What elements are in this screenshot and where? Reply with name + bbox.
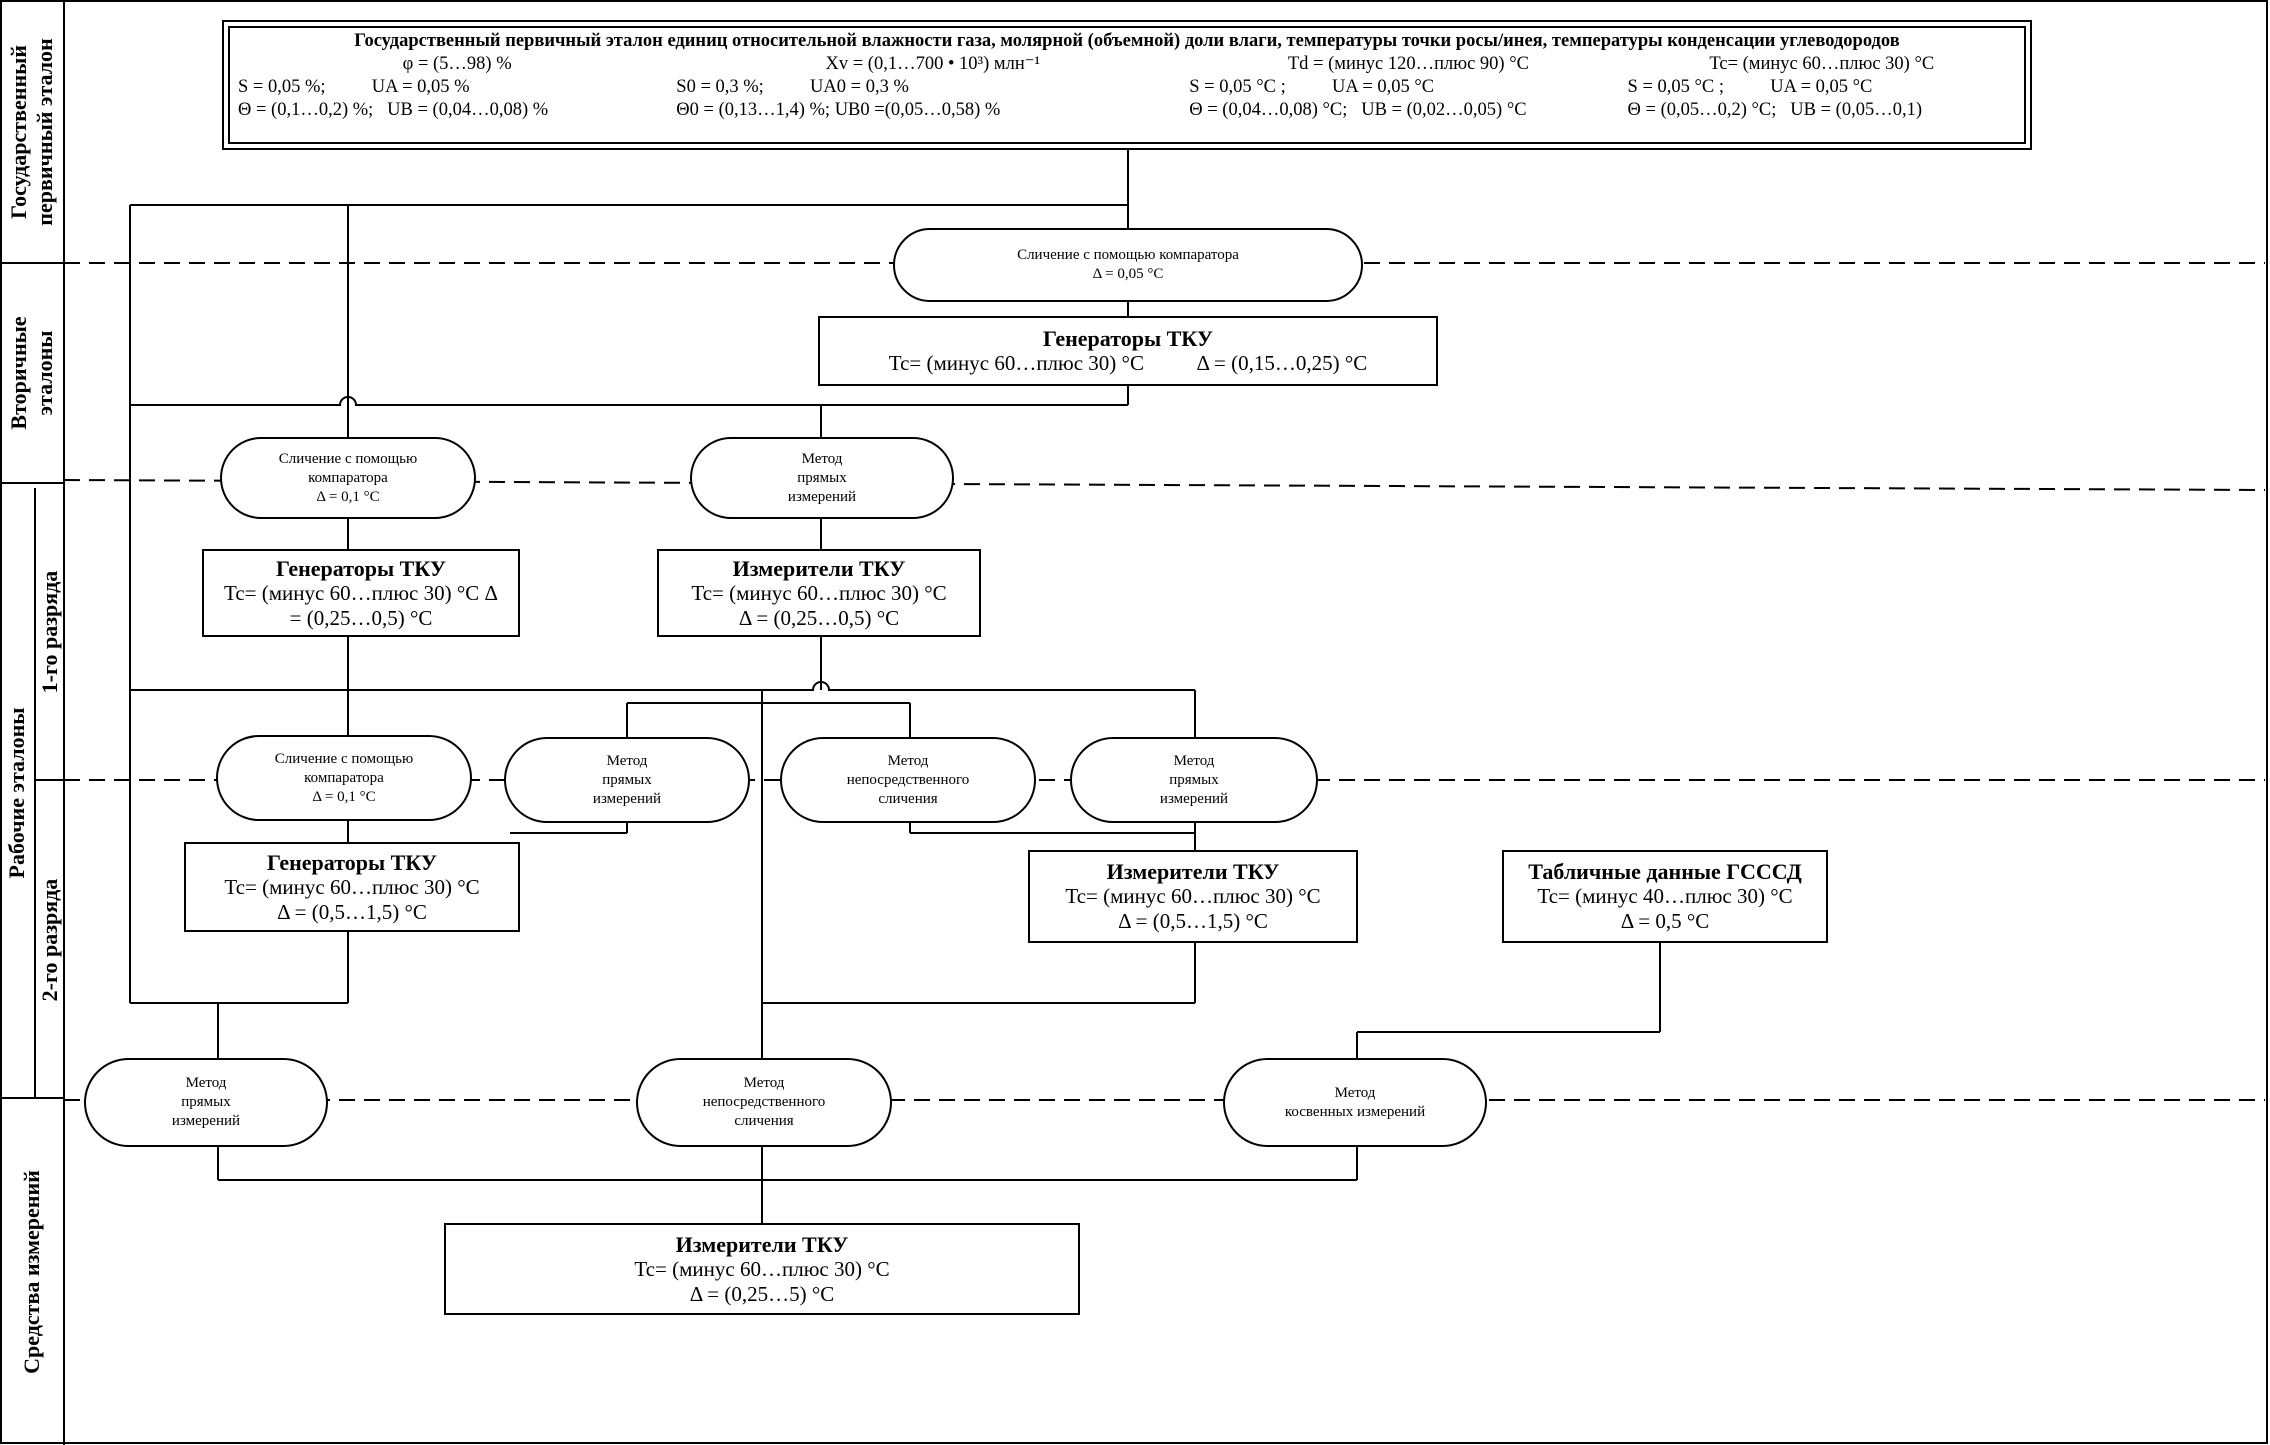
method-text-line: непосредственного: [846, 771, 970, 788]
method-direct-r2a: Метод прямых измерений: [504, 737, 750, 823]
method-text-line: Метод: [743, 1075, 785, 1091]
method-text-line: прямых: [1169, 771, 1219, 788]
primary-ranges-row: φ = (5…98) % Xv = (0,1…700 • 10³) млн⁻¹ …: [238, 53, 2016, 76]
method-text-line: Метод: [606, 752, 648, 769]
method-text-line: Δ = 0,1 °С: [312, 788, 376, 805]
box-gsssd-tables: Табличные данные ГСССД Tc= (минус 40…плю…: [1502, 850, 1828, 943]
theta-ub-humidity: Θ = (0,1…0,2) %; UB = (0,04…0,08) %: [238, 100, 549, 120]
method-direct-compare-r2: Метод непосредственного сличения: [780, 737, 1036, 823]
label-working: Рабочие эталоны: [4, 707, 29, 879]
method-text-line: прямых: [797, 469, 847, 486]
label-line: Вторичные: [6, 316, 31, 430]
method-comparator-secondary: Сличение с помощью компаратора Δ = 0,05 °…: [893, 228, 1363, 302]
range-molar: Xv = (0,1…700 • 10³) млн⁻¹: [825, 54, 1041, 74]
method-text-line: измерений: [1159, 790, 1229, 807]
theta-ub-molar: Θ0 = (0,13…1,4) %; UB0 =(0,05…0,58) %: [676, 100, 1001, 120]
method-direct-r2b: Метод прямых измерений: [1070, 737, 1318, 823]
connectors: [129, 150, 1661, 1223]
method-direct-r1: Метод прямых измерений: [690, 437, 954, 519]
method-text-line: Метод: [801, 450, 843, 467]
box-generators-secondary: Генераторы ТКУ Tc= (минус 60…плюс 30) °С…: [818, 316, 1438, 386]
label-rank1: 1-го разряда: [37, 570, 62, 694]
box-meters-instruments: Измерители ТКУ Tc= (минус 60…плюс 30) °С…: [444, 1223, 1080, 1315]
method-text-line: Метод: [887, 752, 929, 769]
method-text-line: прямых: [181, 1094, 231, 1110]
method-text-line: непосредственного: [702, 1094, 826, 1110]
method-text-line: измерений: [787, 488, 857, 505]
method-text-line: компаратора: [308, 469, 388, 486]
theta-ub-condensation: Θ = (0,05…0,2) °С; UB = (0,05…0,1): [1627, 100, 1922, 120]
method-text-line: компаратора: [304, 769, 384, 786]
label-line: эталоны: [32, 330, 57, 416]
label-rank2: 2-го разряда: [37, 878, 62, 1002]
method-direct-compare-instruments: Метод непосредственного сличения: [636, 1058, 892, 1147]
method-text-line: сличения: [878, 790, 938, 807]
method-text-line: Метод: [1173, 752, 1215, 769]
method-comparator-r2: Сличение с помощью компаратора Δ = 0,1 °С: [216, 735, 472, 821]
method-text-line: Метод: [185, 1075, 227, 1091]
box-meters-r1: Измерители ТКУ Tc= (минус 60…плюс 30) °С…: [657, 549, 981, 637]
method-text-line: Δ = 0,1 °С: [316, 488, 380, 505]
method-text-line: косвенных измерений: [1284, 1103, 1426, 1120]
primary-title: Государственный первичный эталон единиц …: [354, 31, 1900, 51]
method-indirect-instruments: Метод косвенных измерений: [1223, 1058, 1487, 1147]
range-dewpoint: Td = (минус 120…плюс 90) °С: [1287, 54, 1529, 74]
box-meters-r2: Измерители ТКУ Tc= (минус 60…плюс 30) °С…: [1028, 850, 1358, 943]
label-line: Государственный: [6, 45, 31, 219]
box-generators-r1: Генераторы ТКУ Tc= (минус 60…плюс 30) °С…: [202, 549, 520, 637]
s-ua-condensation: S = 0,05 °С ; UA = 0,05 °С: [1627, 77, 1873, 97]
primary-s-ua-row: S = 0,05 %; UA = 0,05 % S0 = 0,3 %; UA0 …: [238, 76, 2016, 99]
method-direct-instruments: Метод прямых измерений: [84, 1058, 328, 1147]
method-comparator-r1: Сличение с помощью компаратора Δ = 0,1 °С: [220, 437, 476, 519]
method-text-line: Сличение с помощью компаратора: [1017, 247, 1239, 263]
method-text-line: Сличение с помощью: [278, 450, 418, 467]
s-ua-molar: S0 = 0,3 %; UA0 = 0,3 %: [676, 77, 909, 97]
primary-standard-box: Государственный первичный эталон единиц …: [222, 20, 2032, 150]
label-line: первичный эталон: [32, 38, 57, 226]
level-dashes: [63, 262, 2266, 1101]
primary-theta-ub-row: Θ = (0,1…0,2) %; UB = (0,04…0,08) % Θ0 =…: [238, 99, 2016, 122]
s-ua-dewpoint: S = 0,05 °С ; UA = 0,05 °С: [1189, 77, 1435, 97]
method-text-line: измерений: [592, 790, 662, 807]
method-text-line: сличения: [734, 1113, 794, 1129]
label-instruments: Средства измерений: [19, 1170, 44, 1374]
method-text-line: Δ = 0,05 °С: [1092, 266, 1164, 282]
method-text-line: Метод: [1334, 1084, 1376, 1101]
s-ua-humidity: S = 0,05 %; UA = 0,05 %: [238, 77, 470, 97]
range-humidity: φ = (5…98) %: [402, 54, 512, 74]
range-condensation: Tc= (минус 60…плюс 30) °С: [1709, 54, 1935, 74]
theta-ub-dewpoint: Θ = (0,04…0,08) °С; UB = (0,02…0,05) °С: [1189, 100, 1527, 120]
method-text-line: Сличение с помощью: [274, 750, 414, 767]
method-text-line: измерений: [171, 1113, 241, 1129]
method-text-line: прямых: [602, 771, 652, 788]
box-generators-r2: Генераторы ТКУ Tc= (минус 60…плюс 30) °С…: [184, 842, 520, 932]
